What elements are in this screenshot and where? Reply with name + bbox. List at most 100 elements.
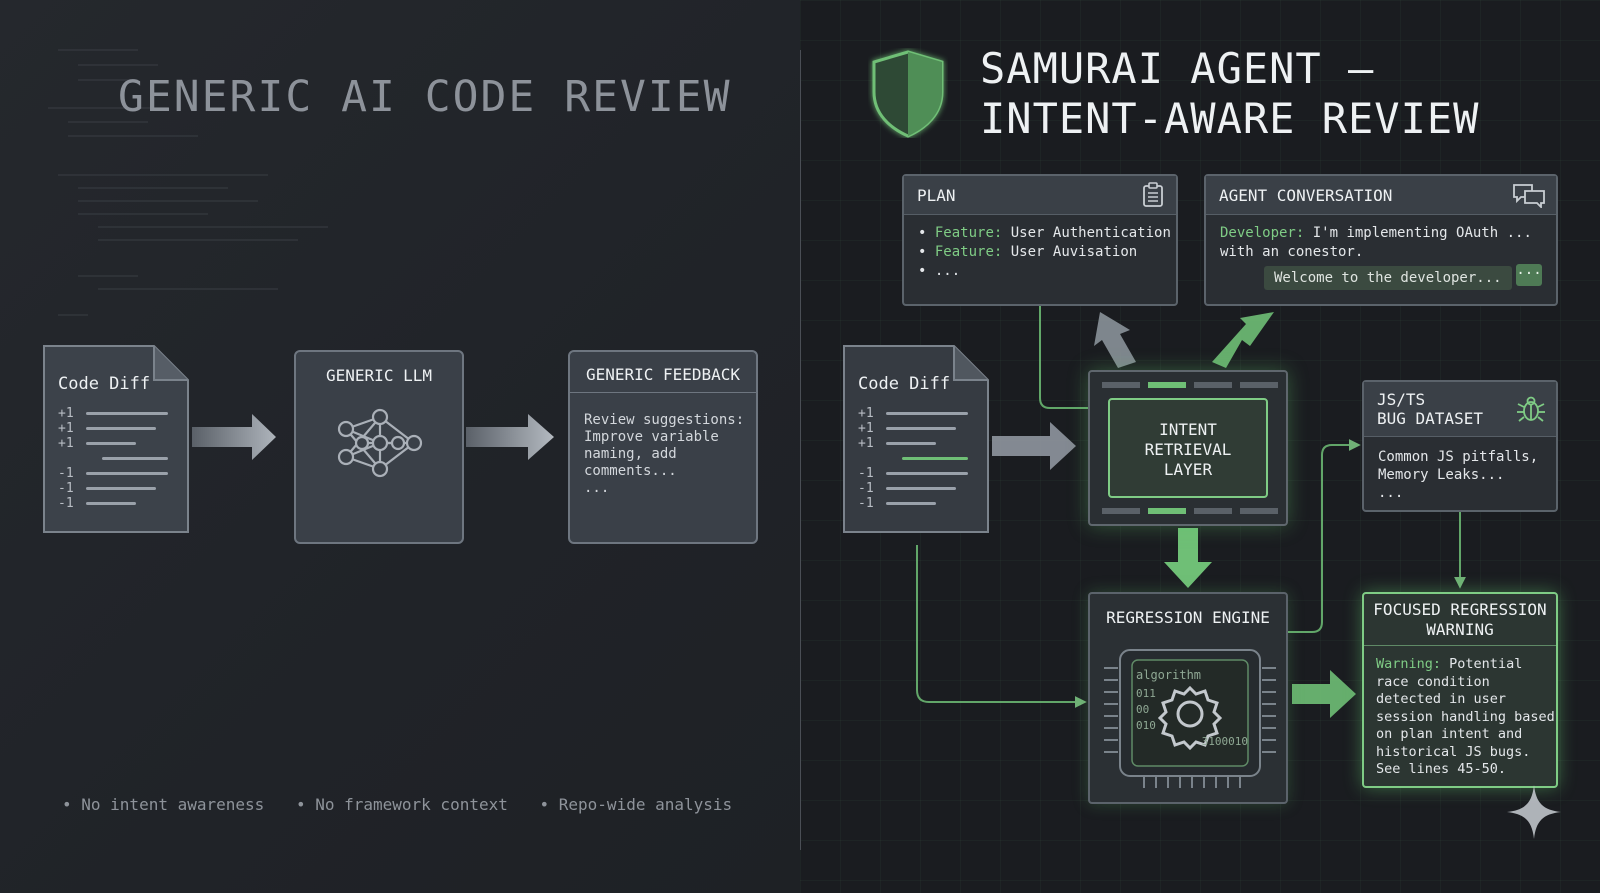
intent-core: INTENT RETRIEVAL LAYER — [1108, 398, 1268, 498]
document-shape — [43, 345, 189, 533]
diff-sign: -1 — [58, 466, 74, 481]
warning-line: See lines 45-50. — [1376, 761, 1507, 777]
chat-bubbles-icon — [1513, 184, 1545, 208]
diff-sign: +1 — [58, 406, 74, 421]
intent-line: INTENT — [1159, 420, 1217, 439]
warning-line: Potential — [1449, 656, 1523, 672]
diff-sign: +1 — [858, 421, 874, 436]
right-title: SAMURAI AGENT – INTENT-AWARE REVIEW — [980, 44, 1479, 144]
dataset-title: JS/TS BUG DATASET — [1377, 390, 1483, 428]
background-code-texture — [48, 49, 328, 316]
diff-sign: +1 — [858, 406, 874, 421]
dataset-line: Memory Leaks... — [1378, 467, 1505, 483]
code-diff-document: Code Diff +1 +1 +1 -1 -1 -1 — [842, 344, 990, 534]
plan-item: • Feature: User Authentication — [918, 225, 1171, 241]
diff-line: +1 — [58, 421, 168, 436]
conversation-line: I'm implementing OAuth ... — [1312, 225, 1532, 241]
diff-sign: +1 — [858, 436, 874, 451]
diff-line: +1 — [58, 406, 168, 421]
document-shape — [843, 345, 989, 533]
plan-item: • Feature: User Auvisation — [918, 244, 1138, 260]
right-title-line1: SAMURAI AGENT – — [980, 44, 1375, 93]
chip-label: algorithm — [1136, 668, 1202, 682]
intent-line: RETRIEVAL — [1144, 440, 1232, 459]
warning-body: Warning: Potential race condition detect… — [1376, 656, 1555, 779]
diff-line: -1 — [58, 481, 168, 496]
arrow-right-icon — [192, 414, 276, 460]
arrow-right-icon — [466, 414, 554, 460]
diff-lines: +1 +1 +1 -1 -1 -1 — [858, 406, 968, 511]
warning-line: race condition — [1376, 673, 1490, 690]
footer-note: • No intent awareness — [62, 795, 265, 814]
left-title: GENERIC AI CODE REVIEW — [118, 72, 732, 122]
warning-line: detected in user — [1376, 691, 1507, 707]
diff-sign: -1 — [858, 466, 874, 481]
sparkle-icon — [1507, 785, 1561, 839]
conversation-body: Developer: I'm implementing OAuth ... wi… — [1220, 224, 1532, 262]
code-diff-title: Code Diff — [858, 374, 951, 394]
conversation-reply-bubble: Welcome to the developer... — [1264, 266, 1512, 290]
shield-icon — [872, 50, 944, 138]
plan-header: PLAN — [904, 176, 1176, 215]
dataset-line: ... — [1378, 485, 1404, 501]
left-panel: GENERIC AI CODE REVIEW Code Diff +1 +1 +… — [0, 0, 800, 893]
layer-top-bars — [1102, 382, 1278, 388]
diff-sign: -1 — [858, 481, 874, 496]
dataset-body: Common JS pitfalls, Memory Leaks... ... — [1378, 448, 1538, 502]
regression-engine-box: REGRESSION ENGINE algorithm 011 00 010 3… — [1088, 592, 1288, 804]
warning-title: WARNING — [1426, 620, 1494, 639]
gear-chip-icon — [1104, 649, 1276, 788]
conversation-header: AGENT CONVERSATION — [1206, 176, 1556, 215]
conversation-line: with an conestor. — [1220, 244, 1364, 260]
plan-items: • Feature: User Authentication • Feature… — [918, 224, 1171, 281]
bug-icon — [1517, 396, 1545, 422]
diff-sign: +1 — [58, 436, 74, 451]
warning-line: historical JS bugs. — [1376, 743, 1531, 760]
clipboard-icon — [1143, 182, 1163, 207]
dataset-line: Common JS pitfalls, — [1378, 449, 1539, 465]
regression-warning-box: FOCUSED REGRESSION WARNING Warning: Pote… — [1362, 592, 1558, 788]
code-diff-document: Code Diff +1 +1 +1 -1 -1 -1 — [42, 344, 190, 534]
diff-sign: +1 — [58, 421, 74, 436]
conversation-speaker: Developer: — [1220, 225, 1305, 241]
diff-sign: -1 — [58, 496, 74, 511]
plan-title: PLAN — [917, 186, 956, 205]
bug-dataset-box: JS/TS BUG DATASET Common JS pitfalls, Me… — [1362, 380, 1558, 512]
generic-llm-box: GENERIC LLM — [294, 350, 464, 544]
layer-bottom-bars — [1102, 508, 1278, 514]
diff-line: -1 — [58, 466, 168, 481]
warning-label: Warning: — [1376, 656, 1442, 672]
warning-header: FOCUSED REGRESSION WARNING — [1364, 594, 1556, 646]
intent-retrieval-layer: INTENT RETRIEVAL LAYER — [1088, 370, 1288, 526]
chip-bits: 011 00 010 3100010 — [1136, 687, 1248, 748]
diff-line: -1 — [58, 496, 168, 511]
intent-line: LAYER — [1163, 460, 1213, 479]
agent-conversation-box: AGENT CONVERSATION Developer: I'm implem… — [1204, 174, 1558, 306]
diff-line: +1 — [58, 436, 168, 451]
diff-sign: -1 — [858, 496, 874, 511]
plan-item: • ... — [918, 263, 961, 279]
code-diff-title: Code Diff — [58, 374, 151, 394]
conversation-title: AGENT CONVERSATION — [1219, 186, 1393, 205]
warning-title: FOCUSED REGRESSION — [1373, 600, 1547, 619]
right-title-line2: INTENT-AWARE REVIEW — [980, 94, 1480, 143]
more-button[interactable]: ··· — [1516, 264, 1542, 286]
generic-feedback-title: GENERIC FEEDBACK — [585, 365, 741, 384]
diff-line — [58, 451, 168, 466]
generic-feedback-body: Review suggestions: Improve variable nam… — [584, 412, 745, 496]
dataset-header: JS/TS BUG DATASET — [1364, 382, 1556, 437]
diff-lines: +1 +1 +1 -1 -1 -1 — [58, 406, 168, 511]
neural-network-icon — [337, 408, 423, 478]
panel-divider — [800, 50, 801, 850]
feedback-header — [570, 352, 756, 393]
footer-note: • No framework context — [295, 795, 508, 814]
plan-box: PLAN • Feature: User Authentication • Fe… — [902, 174, 1178, 306]
warning-line: on plan intent and — [1376, 726, 1523, 742]
generic-feedback-box: GENERIC FEEDBACK Review suggestions: Imp… — [568, 350, 758, 544]
footer-note: • Repo-wide analysis — [539, 795, 733, 814]
footer-notes: • No intent awareness • No framework con… — [62, 795, 754, 814]
warning-line: session handling based — [1376, 708, 1555, 725]
diff-sign: -1 — [58, 481, 74, 496]
regression-engine-title: REGRESSION ENGINE — [1106, 608, 1270, 627]
